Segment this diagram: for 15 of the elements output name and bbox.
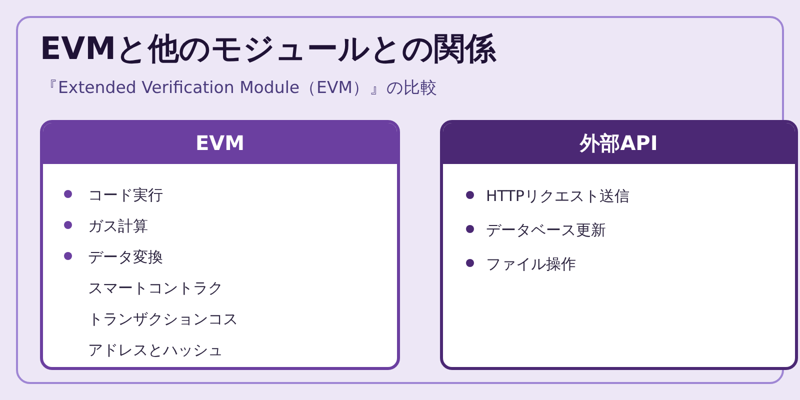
list-item: トランザクションコス bbox=[88, 309, 238, 330]
subtitle: 『Extended Verification Module（EVM）』の比較 bbox=[41, 77, 438, 99]
list-item: アドレスとハッシュ bbox=[88, 340, 223, 361]
list-item: コード実行 bbox=[88, 185, 163, 206]
list-item: HTTPリクエスト送信 bbox=[486, 186, 630, 207]
list-item: スマートコントラク bbox=[88, 278, 223, 299]
list-item: ファイル操作 bbox=[486, 254, 576, 275]
card-header: 外部API bbox=[443, 123, 795, 164]
card-header: EVM bbox=[43, 123, 397, 164]
card-panel bbox=[40, 120, 400, 370]
list-item: データ変換 bbox=[88, 247, 163, 268]
list-item: ガス計算 bbox=[88, 216, 148, 237]
card-panel bbox=[440, 120, 798, 370]
list-item: データベース更新 bbox=[486, 220, 606, 241]
title: EVMと他のモジュールとの関係 bbox=[40, 30, 496, 69]
